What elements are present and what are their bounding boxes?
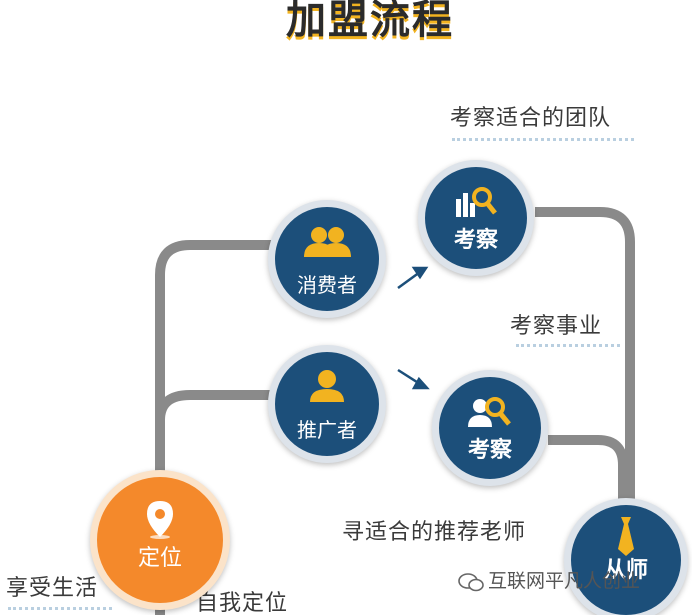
- user-icon: [310, 370, 344, 402]
- node-locate: 定位: [90, 470, 230, 610]
- necktie-icon: [618, 517, 634, 556]
- dotted-divider: [516, 344, 620, 347]
- node-inspect-top: 考察: [418, 160, 534, 276]
- note-find-mentor: 寻适合的推荐老师: [342, 520, 527, 545]
- line-locate-to-consumer: [155, 240, 272, 480]
- note-enjoy-life: 享受生活: [6, 576, 99, 601]
- node-consumer-label: 消费者: [297, 273, 357, 297]
- note-inspect-business: 考察事业: [510, 314, 603, 339]
- chart-magnifier-icon: [456, 187, 497, 217]
- dotted-divider: [8, 607, 112, 610]
- watermark: 互联网平凡人创业: [458, 566, 640, 593]
- page-title: 加盟流程: [286, 0, 454, 43]
- watermark-text: 互联网平凡人创业: [488, 570, 641, 592]
- arrow-consumer-to-inspect: [397, 270, 421, 290]
- node-inspect-mid-label: 考察: [467, 438, 512, 463]
- line-inspect-to-mentor-top: [535, 207, 635, 510]
- location-pin-icon: [147, 501, 173, 539]
- note-self-locate: 自我定位: [196, 591, 289, 615]
- node-promoter-label: 推广者: [297, 418, 357, 442]
- node-inspect-mid: 考察: [432, 370, 548, 486]
- note-inspect-team: 考察适合的团队: [450, 106, 612, 131]
- line-locate-to-promoter: [155, 390, 272, 421]
- users-icon: [304, 227, 351, 257]
- node-mentor: 从师: [564, 498, 688, 615]
- user-magnifier-icon: [468, 397, 511, 427]
- dotted-divider: [452, 138, 634, 141]
- node-inspect-top-label: 考察: [453, 228, 498, 253]
- wechat-icon: [458, 572, 484, 591]
- node-mentor-label: 从师: [603, 558, 648, 583]
- node-locate-label: 定位: [137, 546, 182, 571]
- node-promoter: 推广者: [268, 345, 386, 463]
- line-inspect-to-mentor-mid: [548, 435, 628, 510]
- node-consumer: 消费者: [268, 200, 386, 318]
